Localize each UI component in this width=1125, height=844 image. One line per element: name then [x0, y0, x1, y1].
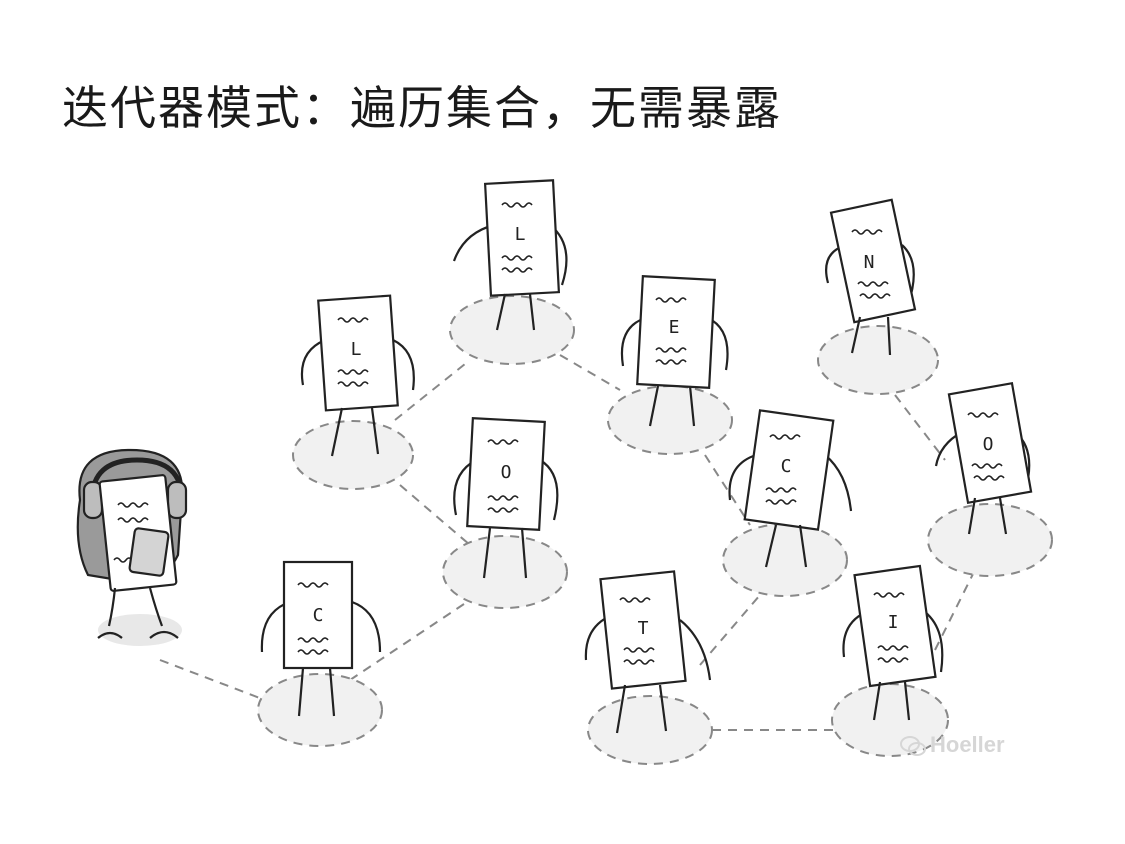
page-title: 迭代器模式：遍历集合，无需暴露 [62, 81, 782, 135]
connection-lines [159, 354, 976, 731]
card-o-1-letter: O [501, 462, 512, 483]
card-o-1: O [453, 417, 559, 579]
headphone-character [76, 448, 188, 639]
wechat-icon [900, 736, 926, 757]
card-c-2-letter: C [781, 456, 792, 477]
letter-cards: C O L L [260, 179, 1033, 734]
card-e-letter: E [669, 317, 680, 338]
card-c-letter: C [313, 605, 324, 626]
card-o-2: O [934, 382, 1033, 535]
card-t-letter: T [638, 618, 649, 639]
card-l-2: L [452, 179, 568, 331]
card-o-2-letter: O [983, 434, 994, 455]
card-l-1: L [300, 294, 415, 457]
card-c-2: C [728, 409, 853, 568]
card-i: I [842, 564, 944, 721]
watermark: Hoeller [900, 732, 1005, 758]
card-l-2-letter: L [515, 224, 526, 245]
card-n: N [825, 198, 917, 356]
card-i-letter: I [888, 612, 899, 633]
card-l-1-letter: L [351, 339, 362, 360]
card-e: E [620, 275, 729, 427]
card-n-letter: N [864, 252, 875, 273]
watermark-text: Hoeller [930, 732, 1005, 757]
card-c: C [260, 560, 382, 717]
card-t: T [584, 570, 712, 734]
